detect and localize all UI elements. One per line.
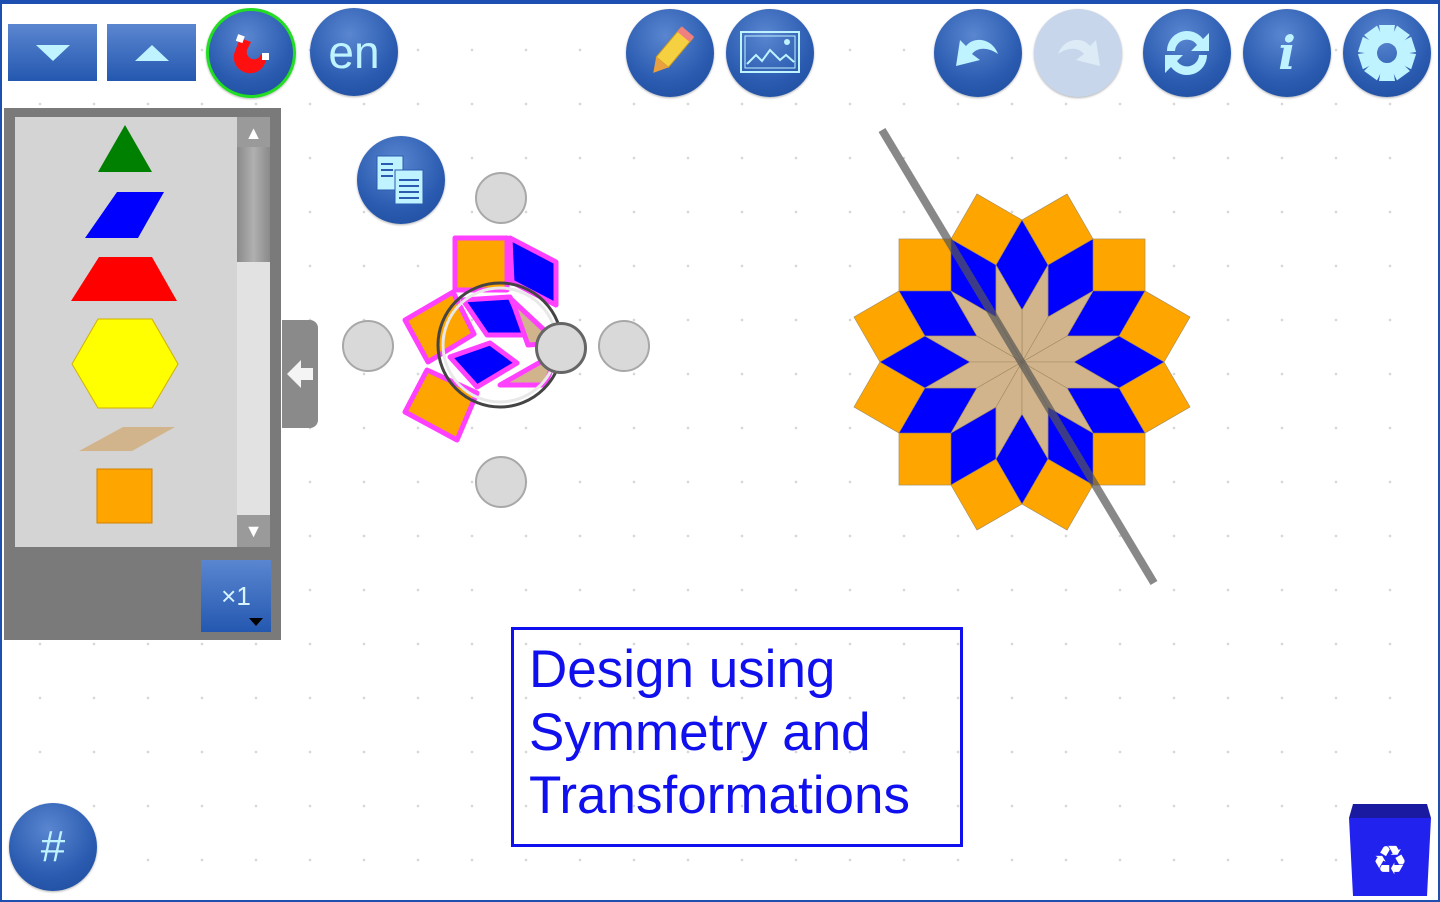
- title-line: Transformations: [529, 766, 910, 825]
- rosette-square[interactable]: [898, 432, 952, 486]
- rosette-square[interactable]: [898, 238, 952, 292]
- palette-trapezoid[interactable]: [71, 257, 177, 301]
- free-rotate-handle[interactable]: [535, 322, 587, 374]
- language-label: en: [328, 26, 380, 78]
- settings-button[interactable]: [1343, 9, 1431, 97]
- dropdown-caret-icon: [249, 618, 263, 626]
- scroll-down-button[interactable]: [8, 24, 97, 81]
- rosette-square[interactable]: [1092, 238, 1146, 292]
- rosette-tan-rhombus[interactable]: [1020, 361, 1121, 389]
- copy-icon: [376, 155, 424, 205]
- rosette-design[interactable]: [853, 193, 1191, 531]
- left-arrow-icon: [287, 360, 313, 388]
- selected-blue-rhombus[interactable]: [507, 235, 559, 308]
- pencil-icon: [653, 26, 695, 73]
- rosette-square[interactable]: [1092, 432, 1146, 486]
- mirror-line[interactable]: [878, 127, 1158, 586]
- up-arrow-icon: [134, 44, 169, 61]
- duplicate-button[interactable]: [357, 136, 445, 224]
- collapse-palette-tab[interactable]: [282, 320, 318, 428]
- shape-list: [15, 117, 237, 547]
- magnet-icon: [233, 34, 269, 74]
- recycle-bin-icon: ♻: [1349, 804, 1431, 896]
- trash-bin[interactable]: ♻: [1347, 804, 1433, 896]
- background-image-button[interactable]: [726, 9, 814, 97]
- rotate-left-handle[interactable]: [342, 320, 394, 372]
- palette-triangle[interactable]: [98, 125, 152, 172]
- scroll-up-arrow[interactable]: ▲: [237, 117, 270, 149]
- info-button[interactable]: i: [1243, 9, 1331, 97]
- scroll-thumb[interactable]: [237, 147, 270, 262]
- flip-vertical-handle-top[interactable]: [475, 172, 527, 224]
- language-button[interactable]: en: [310, 8, 398, 96]
- title-line: Design using: [529, 640, 836, 699]
- palette-square[interactable]: [96, 468, 153, 524]
- selected-square[interactable]: [402, 367, 480, 443]
- scroll-down-arrow[interactable]: ▼: [237, 515, 270, 547]
- multiplier-dropdown[interactable]: ×1: [201, 560, 271, 632]
- redo-button[interactable]: [1034, 9, 1122, 97]
- palette-tan-rhombus[interactable]: [79, 427, 175, 451]
- refresh-icon: [1165, 31, 1209, 75]
- gear-icon: [1357, 25, 1417, 81]
- reset-button[interactable]: [1143, 9, 1231, 97]
- magnet-snap-button[interactable]: [206, 8, 296, 98]
- shape-palette: ▲ ▼ ×1: [4, 108, 281, 640]
- svg-text:♻: ♻: [1372, 838, 1408, 884]
- selected-group[interactable]: [402, 235, 561, 443]
- title-line: Symmetry and: [529, 703, 871, 762]
- selected-blue-rhombus[interactable]: [447, 340, 520, 390]
- multiplier-label: ×1: [221, 580, 251, 611]
- undo-button[interactable]: [934, 9, 1022, 97]
- selected-square[interactable]: [452, 235, 510, 293]
- rotate-right-handle[interactable]: [598, 320, 650, 372]
- title-text-box[interactable]: Design using Symmetry and Transformation…: [511, 627, 963, 847]
- grid-toggle-button[interactable]: #: [9, 803, 97, 891]
- info-icon: i: [1278, 26, 1296, 80]
- undo-icon: [956, 39, 998, 66]
- hash-icon: #: [40, 822, 66, 871]
- down-arrow-icon: [35, 44, 70, 61]
- palette-hexagon[interactable]: [71, 318, 179, 409]
- flip-vertical-handle-bottom[interactable]: [475, 456, 527, 508]
- palette-scrollbar[interactable]: ▲ ▼: [237, 117, 270, 547]
- scroll-up-button[interactable]: [107, 24, 196, 81]
- palette-blue-rhombus[interactable]: [85, 192, 164, 238]
- pencil-button[interactable]: [626, 9, 714, 97]
- image-icon: [740, 31, 800, 73]
- redo-icon: [1058, 39, 1100, 66]
